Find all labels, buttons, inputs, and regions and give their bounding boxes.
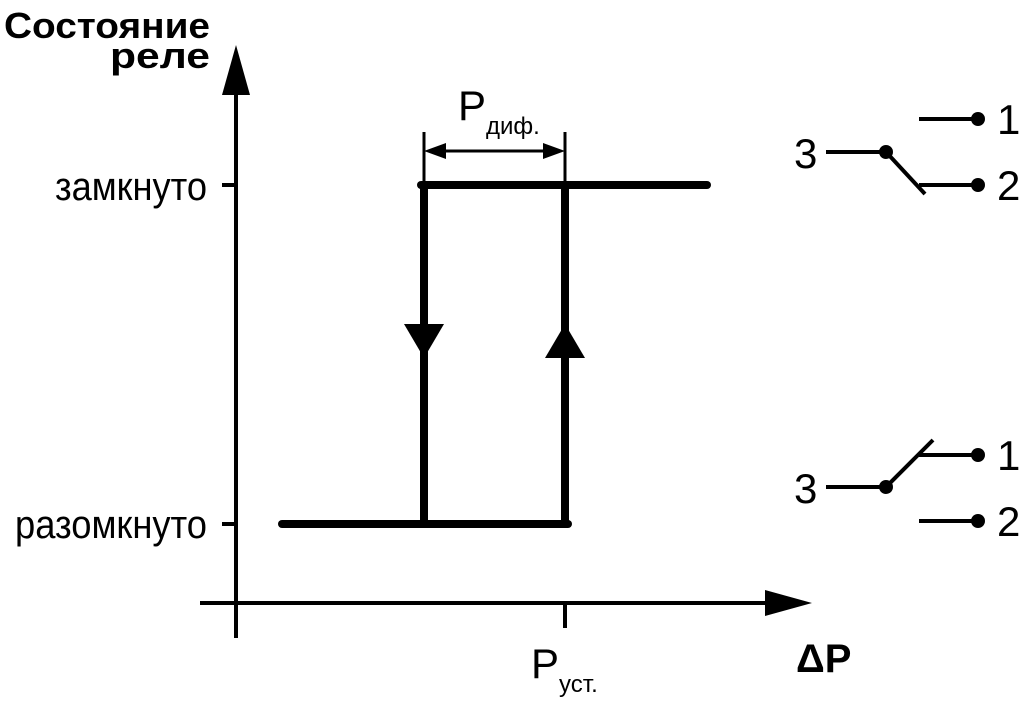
y-axis-title-line1: Состояние	[4, 5, 210, 46]
switch-open-common-label: 3	[794, 465, 817, 512]
state-label-closed: замкнуто	[55, 165, 207, 209]
p-diff-label: Pдиф.	[458, 82, 540, 140]
switch-open-contact-1-label: 1	[997, 432, 1020, 479]
p-diff-main: P	[458, 82, 486, 129]
p-diff-sub: диф.	[486, 113, 540, 140]
p-set-sub: уст.	[559, 671, 598, 698]
switch-closed-contact-2-label: 2	[997, 162, 1020, 209]
up-arrow-icon	[545, 324, 585, 358]
switch-closed-contact-1-label: 1	[997, 96, 1020, 143]
y-axis-arrowhead	[222, 45, 250, 95]
switch-lever-open	[884, 438, 935, 489]
switch-closed-symbol	[826, 112, 985, 196]
hysteresis-loop	[278, 181, 711, 528]
switch-closed-common-label: 3	[794, 130, 817, 177]
y-axis	[222, 45, 250, 638]
p-set-main: P	[531, 640, 559, 687]
dimension-arrow-left-icon	[424, 143, 446, 159]
switch-lever-closed	[884, 150, 927, 196]
contact-2-dot	[971, 178, 985, 192]
p-diff-dimension	[422, 132, 567, 182]
x-axis-title: ΔP	[796, 637, 851, 681]
state-label-open: разомкнуто	[15, 503, 207, 547]
contact-2-dot	[971, 514, 985, 528]
y-axis-title-line2: реле	[110, 35, 210, 76]
x-axis	[200, 590, 812, 616]
down-arrow-icon	[404, 324, 444, 358]
p-set-label: Pуст.	[531, 640, 598, 698]
switch-open-contact-2-label: 2	[997, 498, 1020, 545]
switch-open-symbol	[826, 438, 985, 528]
x-axis-arrowhead	[765, 590, 812, 616]
contact-1-dot	[971, 112, 985, 126]
dimension-arrow-right-icon	[543, 143, 565, 159]
contact-1-dot	[971, 448, 985, 462]
